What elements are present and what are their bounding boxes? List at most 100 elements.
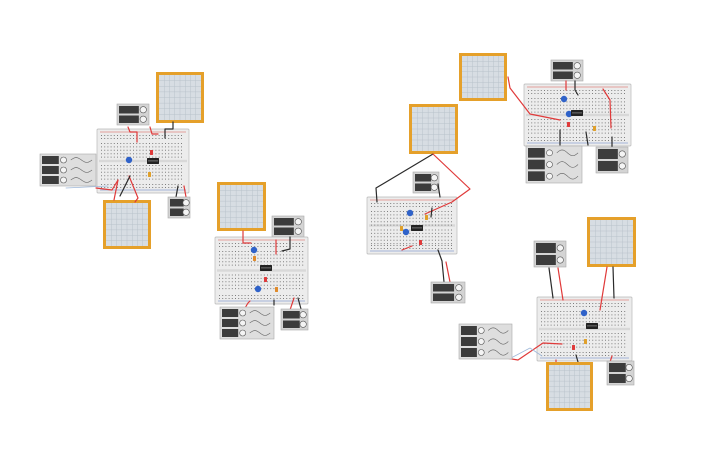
power-supply-icon[interactable] [280,308,309,331]
wire[interactable] [297,297,302,310]
function-generator-icon[interactable] [219,306,275,340]
component[interactable] [572,345,575,350]
power-supply-knob[interactable] [455,293,463,301]
power-supply-knob[interactable] [556,256,564,264]
circuit-1[interactable] [39,72,204,249]
breadboard-icon[interactable] [536,296,633,362]
generator-knob[interactable] [239,329,246,337]
circuit-5[interactable] [458,217,636,411]
wire[interactable] [127,126,138,143]
wire[interactable] [119,175,131,197]
oscilloscope-icon[interactable] [103,200,151,249]
wire[interactable] [375,153,434,203]
oscilloscope-icon[interactable] [587,217,636,267]
potentiometer-icon[interactable] [565,110,573,118]
potentiometer-icon[interactable] [250,246,258,254]
function-generator-icon[interactable] [525,145,583,184]
power-supply-icon[interactable] [606,360,635,386]
power-supply-knob[interactable] [618,162,626,170]
generator-knob[interactable] [546,172,553,180]
wire[interactable] [424,153,471,215]
potentiometer-icon[interactable] [406,209,414,217]
circuit-3[interactable] [366,104,471,304]
component[interactable] [425,215,428,220]
wire[interactable] [599,266,608,311]
generator-knob[interactable] [546,161,553,168]
power-supply-knob[interactable] [430,183,438,191]
power-supply-icon[interactable] [595,146,629,174]
wire[interactable] [612,266,615,299]
component[interactable] [253,256,256,261]
wire[interactable] [401,245,413,251]
wire[interactable] [164,121,174,139]
power-supply-icon[interactable] [116,103,150,126]
power-supply-icon[interactable] [430,281,466,304]
circuit-4[interactable] [459,53,632,184]
function-generator-icon[interactable] [458,323,513,360]
potentiometer-icon[interactable] [254,285,262,293]
component[interactable] [148,172,151,177]
generator-knob[interactable] [239,319,246,327]
power-supply-knob[interactable] [299,320,307,328]
function-generator-icon[interactable] [39,153,97,187]
wire[interactable] [557,267,564,301]
power-supply-knob[interactable] [430,174,438,182]
potentiometer-icon[interactable] [125,156,133,164]
power-supply-knob[interactable] [182,208,190,216]
wire[interactable] [585,131,589,146]
power-supply-icon[interactable] [167,196,191,219]
wire[interactable] [183,185,187,198]
wire[interactable] [548,267,554,299]
power-supply-knob[interactable] [573,71,581,79]
power-supply-icon[interactable] [533,240,567,268]
wire[interactable] [113,179,119,201]
wire[interactable] [149,126,159,135]
power-supply-icon[interactable] [412,171,440,194]
potentiometer-icon[interactable] [580,309,588,317]
component[interactable] [567,122,570,127]
breadboard-icon[interactable] [96,128,190,194]
circuit-2[interactable] [214,182,309,340]
power-supply-knob[interactable] [573,62,581,70]
wire[interactable] [95,179,119,191]
wire[interactable] [510,347,543,359]
power-supply-knob[interactable] [455,284,463,292]
wire[interactable] [437,183,441,198]
component[interactable] [593,126,596,131]
potentiometer-icon[interactable] [402,228,410,236]
power-supply-knob[interactable] [625,363,633,371]
wire[interactable] [281,236,291,252]
wire[interactable] [574,80,579,96]
power-supply-knob[interactable] [139,115,147,123]
wire[interactable] [507,76,561,121]
wire[interactable] [445,261,451,283]
power-supply-knob[interactable] [182,199,190,207]
generator-knob[interactable] [477,338,485,345]
component[interactable] [400,226,403,231]
power-supply-knob[interactable] [625,374,633,382]
oscilloscope-icon[interactable] [409,104,458,154]
power-supply-knob[interactable] [294,218,302,226]
power-supply-knob[interactable] [618,150,626,158]
oscilloscope-icon[interactable] [546,362,593,411]
generator-knob[interactable] [60,166,67,174]
power-supply-knob[interactable] [294,227,302,235]
wire[interactable] [437,249,445,283]
power-supply-icon[interactable] [550,59,584,82]
wire[interactable] [128,175,139,203]
generator-knob[interactable] [477,349,485,356]
wire[interactable] [242,230,252,244]
component[interactable] [584,339,587,344]
oscilloscope-icon[interactable] [156,72,204,123]
generator-knob[interactable] [60,176,67,184]
wire[interactable] [430,207,433,218]
power-supply-knob[interactable] [556,244,564,252]
oscilloscope-icon[interactable] [217,182,266,231]
power-supply-knob[interactable] [139,106,147,114]
generator-knob[interactable] [239,309,246,317]
wire[interactable] [65,185,109,189]
oscilloscope-icon[interactable] [459,53,507,101]
component[interactable] [275,287,278,292]
